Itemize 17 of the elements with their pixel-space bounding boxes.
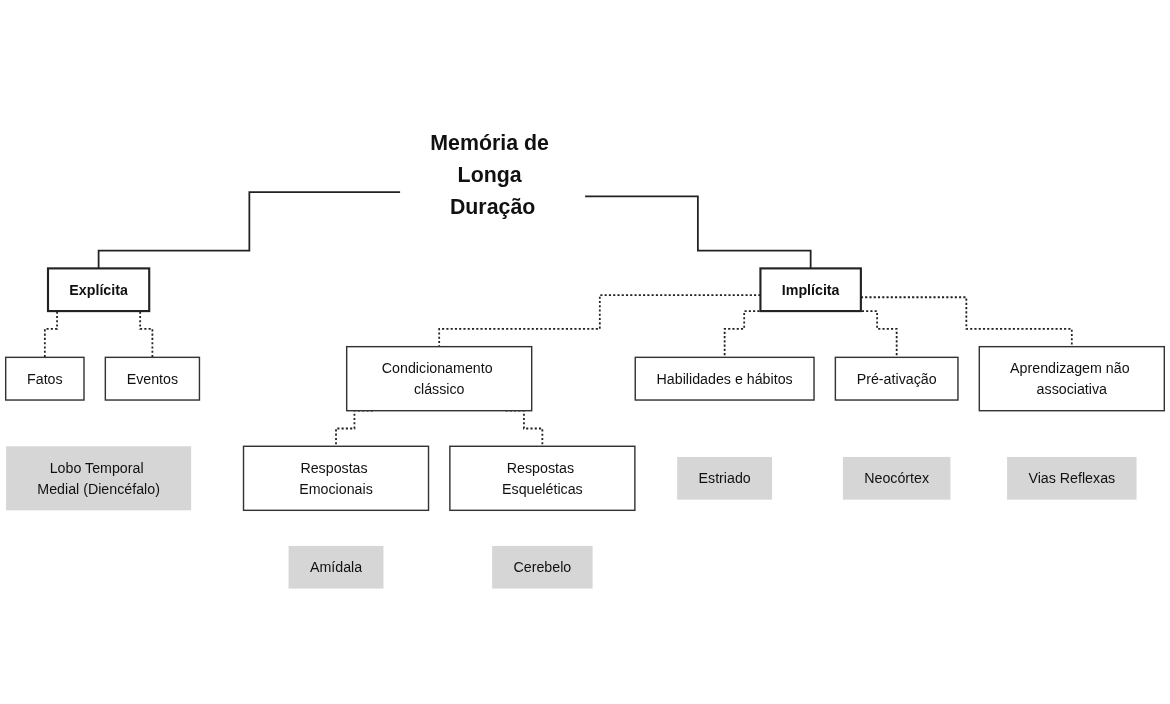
- node-box: Respostas Emocionais: [242, 445, 430, 512]
- node-box: Fatos: [5, 356, 85, 401]
- node-box: Explícita: [46, 267, 151, 313]
- node-box: Aprendizagem não associativa: [978, 345, 1165, 412]
- node-box: Cerebelo: [492, 545, 593, 589]
- node-box: Eventos: [104, 356, 201, 401]
- node-box: Implícita: [759, 267, 862, 313]
- node-box: Amídala: [288, 545, 384, 589]
- node-box: Respostas Esqueléticas: [449, 445, 636, 512]
- node-box: Pré-ativação: [834, 356, 959, 401]
- node-box: Habilidades e hábitos: [634, 356, 815, 401]
- node-box: Vias Reflexas: [1007, 456, 1137, 500]
- node-box: Condicionamento clássico: [346, 345, 533, 412]
- node-box: Lobo Temporal Medial (Diencéfalo): [6, 446, 192, 511]
- node-box: Neocórtex: [842, 456, 951, 500]
- node-text: Memória de Longa Duração: [430, 130, 549, 218]
- node-box: Estriado: [677, 456, 773, 500]
